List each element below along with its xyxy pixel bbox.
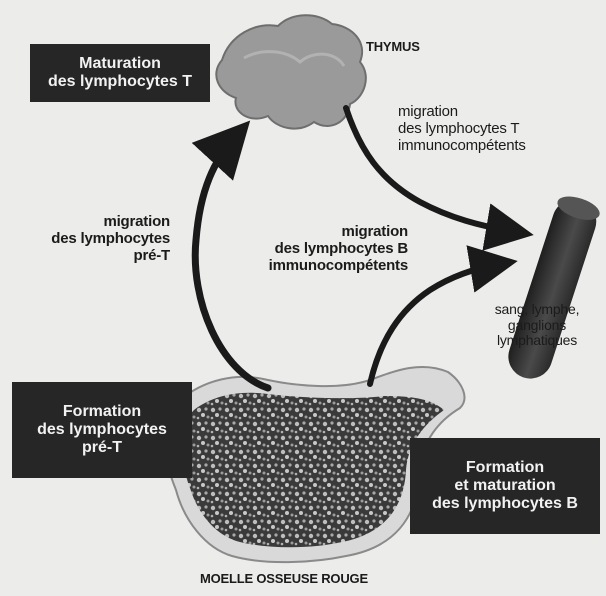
blood-vessel [503, 192, 603, 384]
label-migration-t-line3: immunocompétents [398, 138, 526, 155]
label-sang-line2: ganglions [472, 318, 602, 334]
label-migration-t: migration des lymphocytes T immunocompét… [398, 104, 526, 154]
thymus-organ [216, 15, 366, 128]
box-formation-b: Formation et maturation des lymphocytes … [410, 438, 600, 534]
label-migration-pre-t-line2: des lymphocytes [20, 231, 170, 248]
box-formation-pre-t-line1: Formation [12, 403, 192, 421]
label-sang-line3: lymphatiques [472, 333, 602, 349]
label-migration-b: migration des lymphocytes B immunocompét… [212, 224, 408, 274]
label-migration-pre-t: migration des lymphocytes pré-T [20, 214, 170, 264]
box-maturation-t-line1: Maturation [30, 55, 210, 73]
label-migration-pre-t-line1: migration [20, 214, 170, 231]
box-formation-b-line1: Formation [410, 459, 600, 477]
box-maturation-t: Maturation des lymphocytes T [30, 44, 210, 102]
label-migration-b-line3: immunocompétents [212, 258, 408, 275]
label-migration-pre-t-line3: pré-T [20, 248, 170, 265]
label-migration-t-line2: des lymphocytes T [398, 121, 526, 138]
label-migration-t-line1: migration [398, 104, 526, 121]
label-sang-line1: sang, lymphe, [472, 302, 602, 318]
box-formation-pre-t-line3: pré-T [12, 439, 192, 457]
label-moelle-osseuse: MOELLE OSSEUSE ROUGE [200, 572, 368, 587]
label-thymus: THYMUS [366, 40, 420, 55]
label-migration-b-line2: des lymphocytes B [212, 241, 408, 258]
box-formation-pre-t-line2: des lymphocytes [12, 421, 192, 439]
label-migration-b-line1: migration [212, 224, 408, 241]
box-formation-b-line3: des lymphocytes B [410, 495, 600, 513]
label-sang-lymphe: sang, lymphe, ganglions lymphatiques [472, 302, 602, 349]
box-formation-pre-t: Formation des lymphocytes pré-T [12, 382, 192, 478]
box-maturation-t-line2: des lymphocytes T [30, 73, 210, 91]
box-formation-b-line2: et maturation [410, 477, 600, 495]
